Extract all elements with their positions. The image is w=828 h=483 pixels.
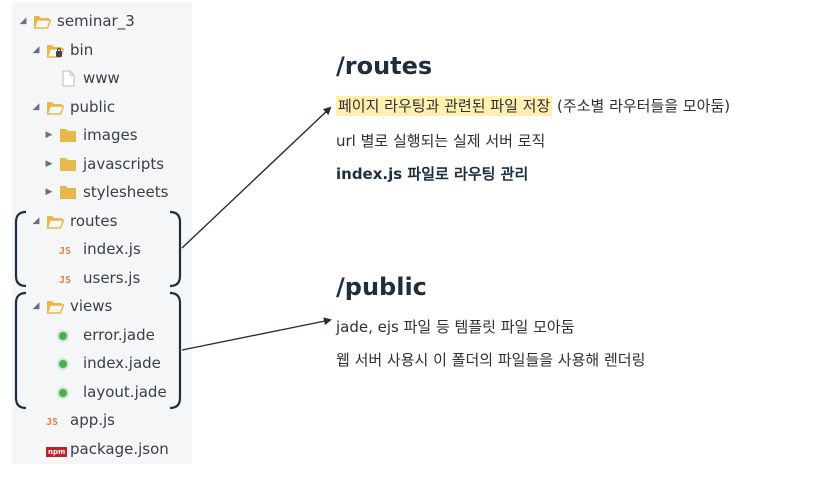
tree-item[interactable]: error.jade — [12, 321, 192, 349]
tree-item[interactable]: www — [12, 64, 192, 92]
tree-item[interactable]: ◢ routes — [12, 207, 192, 235]
public-arrow — [181, 317, 332, 351]
tree-item-label: index.jade — [83, 354, 161, 372]
tree-item[interactable]: ◢ public — [12, 93, 192, 121]
jade-file-icon — [59, 378, 79, 406]
tree-item-label: bin — [70, 40, 94, 59]
routes-heading: /routes — [336, 52, 433, 80]
tree-item[interactable]: JS app.js — [12, 406, 192, 434]
file-icon — [59, 64, 79, 92]
js-file-icon: JS — [59, 246, 72, 257]
tree-item-label: www — [83, 69, 120, 87]
routes-note-line-1: 페이지 라우팅과 관련된 파일 저장 (주소별 라우터들을 모아둠) — [336, 95, 730, 116]
tree-item[interactable]: JS users.js — [12, 264, 192, 292]
tree-item-label: public — [70, 97, 116, 116]
tree-item-label: package.json — [70, 439, 169, 458]
caret-right-icon[interactable]: ▶ — [45, 187, 53, 197]
npm-file-icon: npm — [46, 446, 68, 457]
highlighted-text: 페이지 라우팅과 관련된 파일 저장 — [336, 96, 553, 116]
caret-down-icon[interactable]: ◢ — [19, 16, 27, 26]
folder-icon — [59, 150, 79, 178]
tree-item-label: app.js — [70, 411, 115, 429]
caret-down-icon[interactable]: ◢ — [32, 101, 40, 112]
folder-open-icon — [33, 7, 53, 35]
folder-icon — [59, 121, 79, 149]
views-bracket — [14, 291, 27, 410]
routes-note-line-3: index.js 파일로 라우팅 관리 — [336, 165, 529, 183]
tree-item-label: error.jade — [83, 325, 155, 344]
caret-down-icon[interactable]: ◢ — [32, 215, 40, 226]
routes-arrow — [181, 106, 332, 249]
caret-down-icon[interactable]: ◢ — [32, 301, 40, 311]
tree-item-label: routes — [70, 211, 118, 230]
folder-open-lock-icon — [46, 36, 66, 64]
routes-bracket — [14, 210, 27, 288]
caret-right-icon[interactable]: ▶ — [45, 130, 53, 140]
public-note-line-2: 웹 서버 사용시 이 폴더의 파일들을 사용해 렌더링 — [336, 351, 646, 369]
tree-item[interactable]: index.jade — [12, 349, 192, 377]
tree-item[interactable]: layout.jade — [12, 378, 192, 406]
tree-item-label: views — [70, 297, 113, 315]
tree-item[interactable]: ◢ bin — [12, 36, 192, 64]
file-explorer: ◢ seminar_3 ◢ bin www ◢ public ▶ images ▶ javascri… — [12, 2, 192, 464]
jade-file-icon — [59, 349, 79, 377]
tree-item[interactable]: ▶ javascripts — [12, 150, 192, 178]
routes-bracket-right — [169, 210, 182, 288]
js-file-icon: JS — [59, 274, 72, 286]
views-bracket-right — [169, 291, 182, 410]
tree-item[interactable]: ▶ images — [12, 121, 192, 149]
tree-item[interactable]: ◢ seminar_3 — [12, 7, 192, 35]
folder-icon — [59, 178, 79, 206]
folder-open-icon — [46, 292, 66, 320]
js-file-icon: JS — [46, 417, 59, 428]
public-note-line-1: jade, ejs 파일 등 템플릿 파일 모아둠 — [336, 318, 575, 336]
routes-note-line-2: url 별로 실행되는 실제 서버 로직 — [336, 132, 546, 150]
tree-item[interactable]: JS index.js — [12, 235, 192, 263]
caret-down-icon[interactable]: ◢ — [32, 44, 40, 55]
public-heading: /public — [336, 273, 427, 301]
tree-item-label: images — [83, 126, 138, 144]
caret-right-icon[interactable]: ▶ — [45, 158, 53, 169]
tree-item-label: layout.jade — [83, 382, 167, 401]
folder-open-icon — [46, 207, 66, 235]
routes-note-line-1-rest: (주소별 라우터들을 모아둠) — [552, 97, 731, 115]
tree-item-label: stylesheets — [83, 183, 169, 201]
jade-file-icon — [59, 321, 79, 349]
tree-item-label: javascripts — [83, 154, 165, 173]
tree-item-label: users.js — [83, 268, 141, 287]
tree-item[interactable]: ▶ stylesheets — [12, 178, 192, 206]
folder-open-icon — [46, 93, 66, 121]
tree-item-label: seminar_3 — [57, 12, 135, 30]
tree-item[interactable]: ◢ views — [12, 292, 192, 320]
tree-item-label: index.js — [83, 240, 141, 258]
